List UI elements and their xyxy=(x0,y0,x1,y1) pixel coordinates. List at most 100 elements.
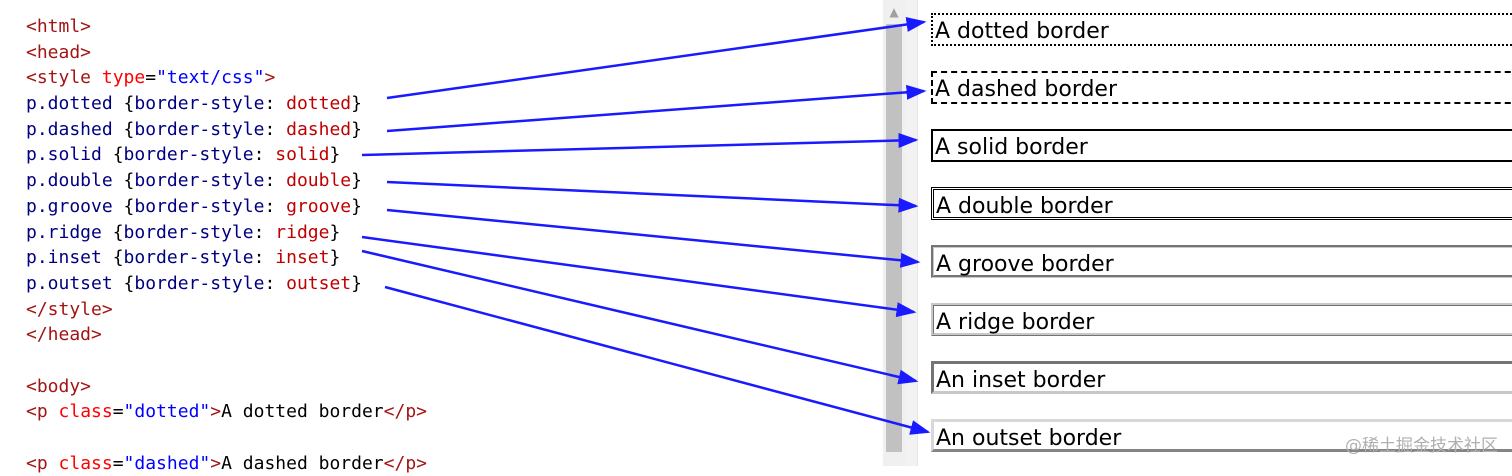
code-token: inset xyxy=(275,247,330,269)
code-line: </head> xyxy=(26,322,427,348)
code-token: : xyxy=(264,272,287,294)
dashed-border-paragraph: A dashed border xyxy=(931,71,1512,104)
code-token: <html> xyxy=(26,16,92,37)
code-token: p.ridge xyxy=(26,221,113,243)
code-token: border-style xyxy=(123,221,254,243)
code-token: > xyxy=(264,67,276,89)
code-token: { xyxy=(112,144,124,166)
code-token: A dashed border xyxy=(221,452,384,474)
code-token: > xyxy=(210,401,222,423)
code-line: <head> xyxy=(26,40,427,66)
code-line: p.double {border-style: double} xyxy=(26,168,427,194)
code-token: dotted xyxy=(286,93,352,115)
code-token: > xyxy=(210,452,222,474)
code-token: <head> xyxy=(26,41,92,63)
code-token: ridge xyxy=(275,221,330,243)
code-token: "dotted" xyxy=(123,401,211,423)
code-token: { xyxy=(123,118,135,140)
code-token: } xyxy=(329,144,341,166)
solid-border-paragraph: A solid border xyxy=(931,129,1512,162)
code-token: border-style xyxy=(134,170,265,192)
code-token: outset xyxy=(286,272,352,294)
code-token: = xyxy=(112,401,124,423)
code-line: p.groove {border-style: groove} xyxy=(26,194,427,220)
code-token: </p> xyxy=(383,452,428,474)
code-view: <html> <head><style type="text/css">p.dot… xyxy=(26,14,427,476)
code-token: border-style xyxy=(134,195,265,217)
code-line: <html> xyxy=(26,14,427,40)
code-token: dashed xyxy=(286,118,352,140)
code-token: </style> xyxy=(26,298,113,320)
code-token: : xyxy=(264,93,287,115)
code-token: double xyxy=(286,170,352,192)
code-line: <p class="dotted">A dotted border</p> xyxy=(26,399,427,425)
code-token: { xyxy=(112,247,124,269)
code-token: : xyxy=(253,247,276,269)
code-token: } xyxy=(351,195,362,217)
code-token: solid xyxy=(275,144,330,166)
code-token: { xyxy=(112,221,124,243)
ridge-border-paragraph: A ridge border xyxy=(931,303,1512,336)
code-token: : xyxy=(264,170,287,192)
code-token: A dotted border xyxy=(221,401,384,423)
code-token: p.inset xyxy=(26,247,113,269)
code-token: border-style xyxy=(134,272,265,294)
code-token: border-style xyxy=(123,144,254,166)
code-editor[interactable]: <html> <head><style type="text/css">p.dot… xyxy=(0,0,905,474)
code-token: { xyxy=(123,170,135,192)
code-token: : xyxy=(253,144,276,166)
code-line: p.dotted {border-style: dotted} xyxy=(26,91,427,117)
code-token: p.solid xyxy=(26,144,113,166)
code-token: p.dashed xyxy=(26,118,124,140)
code-token: <p xyxy=(26,452,59,474)
pane-divider[interactable] xyxy=(905,0,917,466)
code-token: } xyxy=(351,272,362,294)
code-line: <style type="text/css"> xyxy=(26,65,427,91)
scrollbar-thumb[interactable] xyxy=(886,24,902,452)
code-token: } xyxy=(351,118,362,140)
code-token: </head> xyxy=(26,324,102,346)
code-token: class xyxy=(58,401,113,423)
code-token: border-style xyxy=(134,118,265,140)
code-line: <p class="dashed">A dashed border</p> xyxy=(26,451,427,476)
code-token: p.groove xyxy=(26,195,124,217)
code-line: p.inset {border-style: inset} xyxy=(26,245,427,271)
double-border-paragraph: A double border xyxy=(931,187,1512,220)
code-line: p.dashed {border-style: dashed} xyxy=(26,117,427,143)
code-token: { xyxy=(123,272,135,294)
groove-border-paragraph: A groove border xyxy=(931,245,1512,278)
code-token: { xyxy=(123,93,135,115)
code-token: p.double xyxy=(26,170,124,192)
code-line: p.outset {border-style: outset} xyxy=(26,271,427,297)
code-token: "dashed" xyxy=(123,452,211,474)
code-token: } xyxy=(351,170,362,192)
code-token: = xyxy=(145,67,157,89)
code-token: class xyxy=(58,452,113,474)
code-token: p.dotted xyxy=(26,93,124,115)
code-token: <style xyxy=(26,67,102,89)
inset-border-paragraph: An inset border xyxy=(931,361,1512,394)
code-token: border-style xyxy=(123,247,254,269)
code-line: p.ridge {border-style: ridge} xyxy=(26,220,427,246)
code-line: <body> xyxy=(26,374,427,400)
preview-pane: A dotted border A dashed border A solid … xyxy=(917,0,1512,466)
code-line xyxy=(26,425,427,451)
code-line: p.solid {border-style: solid} xyxy=(26,142,427,168)
code-token: } xyxy=(329,247,341,269)
code-token: : xyxy=(264,195,287,217)
outset-border-paragraph: An outset border xyxy=(931,419,1512,452)
code-token: border-style xyxy=(134,93,265,115)
code-token: } xyxy=(329,221,341,243)
code-token: </p> xyxy=(383,401,428,423)
chevron-up-icon[interactable]: ▲ xyxy=(889,5,899,19)
code-token: <body> xyxy=(26,375,92,397)
code-token: groove xyxy=(286,195,352,217)
dotted-border-paragraph: A dotted border xyxy=(931,13,1512,46)
editor-scrollbar[interactable]: ▲ xyxy=(883,0,905,466)
code-token: = xyxy=(112,452,124,474)
code-line: </style> xyxy=(26,297,427,323)
code-token: : xyxy=(264,118,287,140)
code-token: } xyxy=(351,93,362,115)
code-line xyxy=(26,348,427,374)
code-token: { xyxy=(123,195,135,217)
